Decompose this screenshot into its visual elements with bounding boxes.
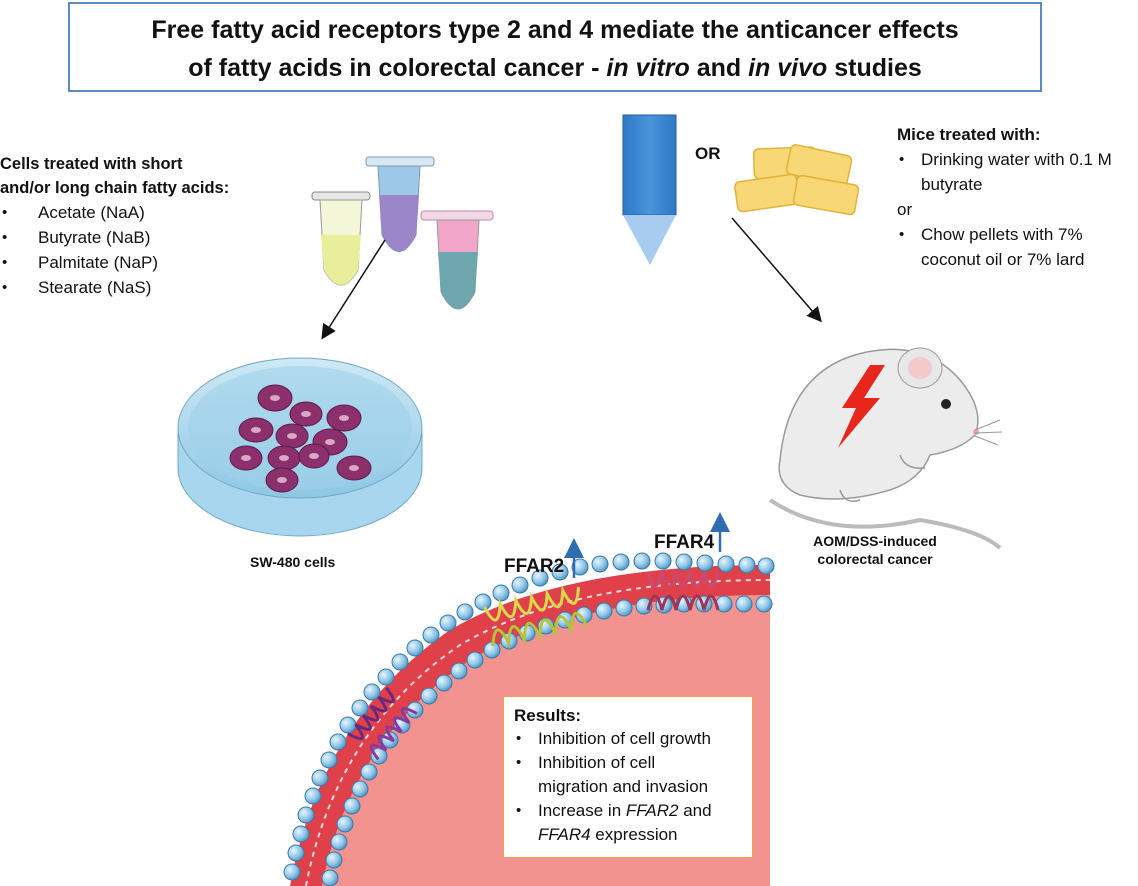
cell-treatment-heading-1: Cells treated with short [0, 155, 183, 173]
tube-yellow [311, 191, 371, 286]
cell-treatment-list: Cells treated with short and/or long cha… [0, 152, 320, 300]
or-text: or [897, 200, 913, 219]
title-line-2: of fatty acids in colorectal cancer - in… [188, 54, 922, 82]
list-item: Inhibition of cell growth [514, 727, 752, 751]
list-item: Palmitate (NaP) [0, 250, 320, 275]
title-box: Free fatty acid receptors type 2 and 4 m… [68, 2, 1042, 92]
mice-treatment-heading: Mice treated with: [897, 125, 1041, 144]
cell-treatment-heading-2: and/or long chain fatty acids: [0, 179, 230, 197]
arrow-to-dish [321, 239, 386, 340]
arrow-to-mouse [731, 217, 822, 323]
list-item: Stearate (NaS) [0, 275, 320, 300]
ffar4-label: FFAR4 [654, 532, 715, 553]
lightning-icon [838, 365, 885, 448]
ffar4-receptor [646, 571, 720, 611]
mice-treatment-list: Mice treated with: Drinking water with 0… [897, 122, 1137, 272]
petri-dish-icon [177, 357, 423, 537]
mouse-icon [768, 347, 1003, 550]
ffar2-receptor [483, 584, 589, 649]
list-item: Acetate (NaA) [0, 200, 320, 225]
or-label: OR [695, 144, 721, 163]
microcentrifuge-tubes-icon [311, 156, 494, 310]
title-line-1: Free fatty acid receptors type 2 and 4 m… [151, 16, 959, 44]
pipette-tip-icon [622, 114, 677, 265]
membrane-receptor-purple [347, 686, 418, 761]
ffar2-label: FFAR2 [504, 556, 565, 577]
chow-pellets-icon [734, 144, 860, 216]
results-box: Results: Inhibition of cell growth Inhib… [503, 696, 753, 858]
list-item: Chow pellets with 7%coconut oil or 7% la… [897, 222, 1137, 272]
sw480-label: SW-480 cells [250, 554, 336, 570]
results-heading: Results: [514, 706, 582, 725]
lipid-heads-outer [283, 552, 775, 881]
aom-dss-label: AOM/DSS-induced colorectal cancer [813, 533, 937, 567]
tube-purple [365, 156, 435, 252]
tube-teal [420, 210, 494, 310]
list-item: Butyrate (NaB) [0, 225, 320, 250]
